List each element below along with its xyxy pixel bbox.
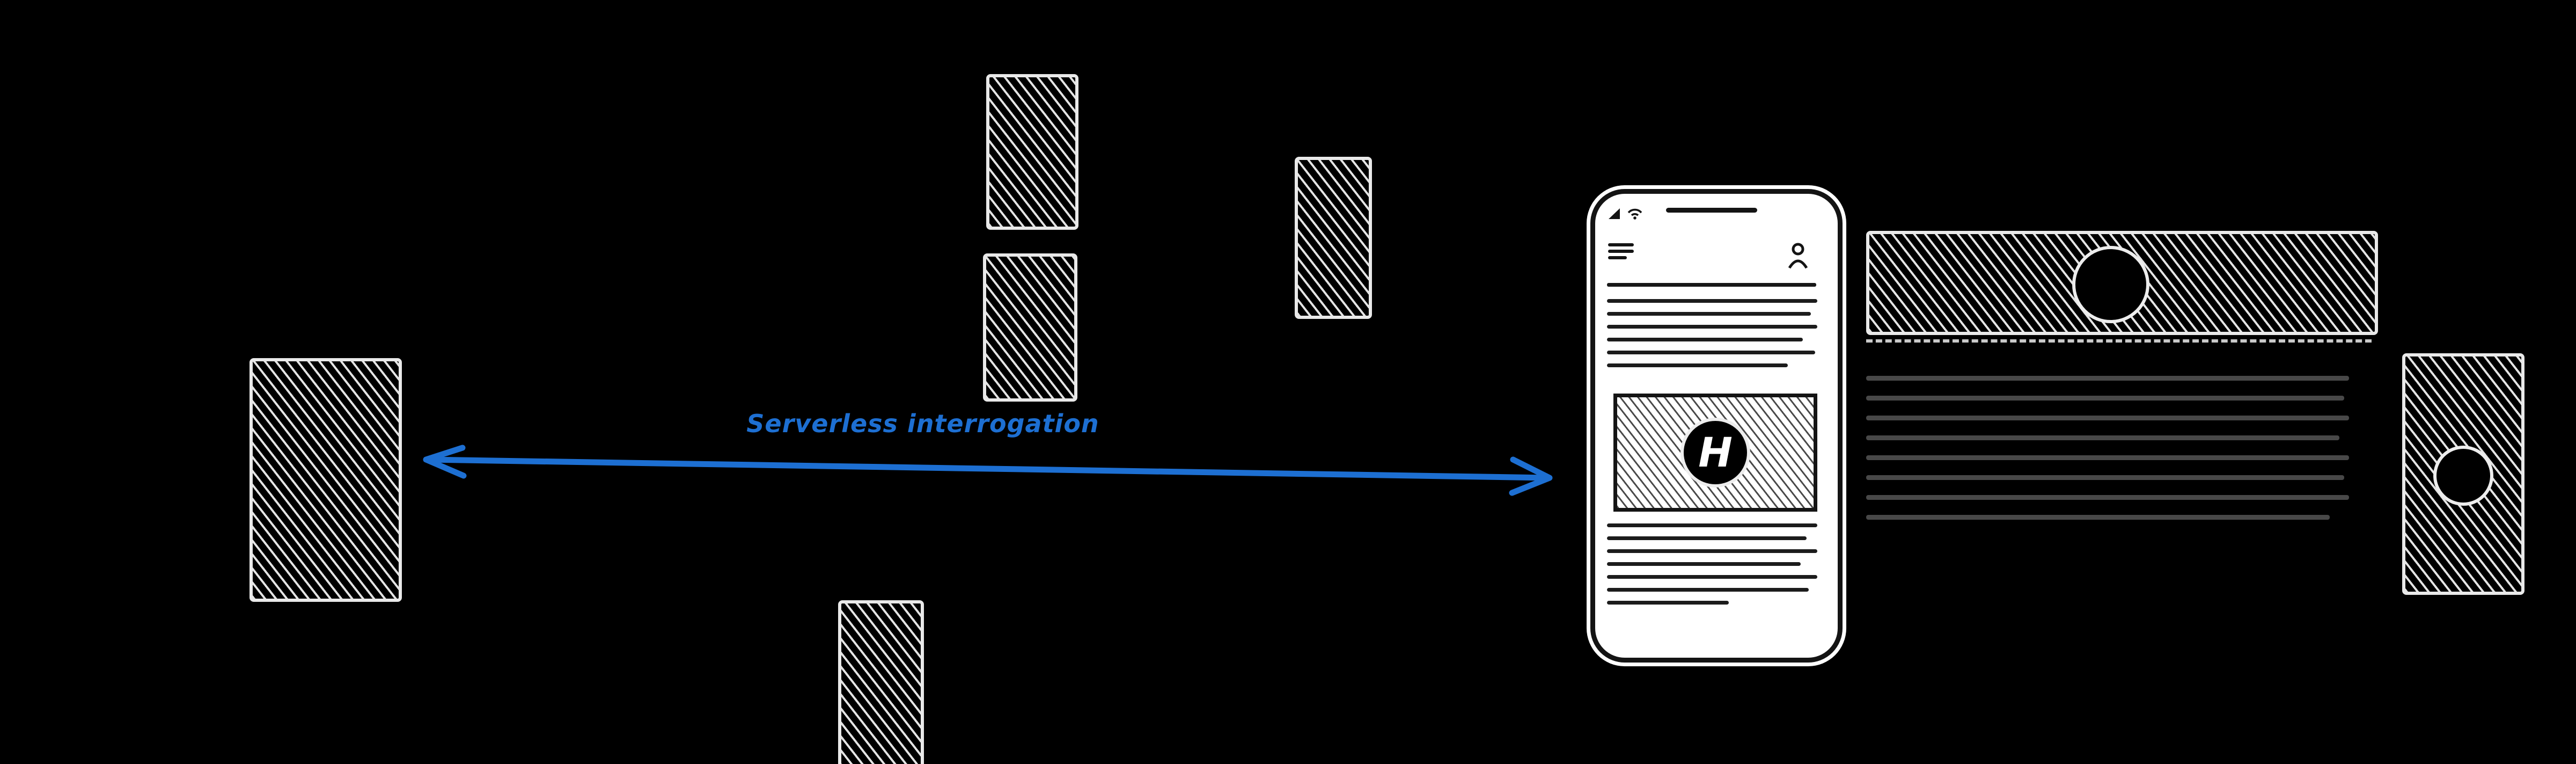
sketch-line	[1607, 562, 1801, 566]
sketch-line	[1607, 601, 1729, 605]
signal-icon	[1609, 208, 1620, 219]
sketch-line	[1607, 523, 1817, 527]
interrogation-arrow	[423, 445, 1553, 496]
hatched-block-middle	[983, 253, 1077, 402]
menu-bar	[1608, 243, 1634, 246]
sketch-line	[1866, 475, 2344, 480]
sketch-line	[1866, 376, 2349, 381]
arrowhead-left	[423, 445, 467, 479]
sketch-line	[1607, 325, 1817, 329]
brand-logo-letter: H	[1698, 428, 1733, 476]
sketch-line	[1866, 455, 2349, 460]
hatched-block-top	[986, 74, 1078, 230]
banner-underline	[1866, 339, 2372, 343]
hatched-block-bottom	[838, 600, 924, 764]
sketch-line	[1607, 575, 1817, 579]
menu-bar	[1608, 256, 1627, 259]
sketch-line	[1607, 299, 1817, 303]
wifi-icon	[1627, 208, 1642, 220]
menu-icon	[1608, 243, 1634, 263]
banner-logo-circle	[2072, 246, 2149, 323]
sketch-line	[1607, 363, 1788, 367]
sketch-line	[1866, 435, 2339, 440]
sketch-line	[1607, 588, 1809, 592]
article-text-lines	[1866, 376, 2349, 535]
sketch-line	[1866, 396, 2344, 401]
sketch-line	[1866, 515, 2330, 520]
hatched-block-small	[1295, 157, 1372, 319]
brand-logo-circle: H	[1680, 418, 1750, 487]
sketch-line	[1607, 549, 1817, 553]
sketch-line	[1866, 416, 2349, 420]
phone-image-placeholder: H	[1613, 394, 1817, 512]
sketch-line	[1607, 536, 1807, 540]
phone-text-lines-bottom	[1607, 523, 1817, 614]
phone-text-lines-top	[1607, 299, 1817, 376]
widget-circle	[2433, 446, 2493, 506]
header-divider	[1607, 283, 1816, 287]
sketch-line	[1866, 495, 2349, 500]
arrowhead-right	[1509, 456, 1553, 496]
right-widget-shape	[2402, 353, 2524, 595]
sketch-line	[1607, 338, 1803, 341]
smartphone-frame: H	[1590, 189, 1843, 663]
banner-placeholder	[1866, 231, 2378, 335]
arrow-label: Serverless interrogation	[746, 409, 1099, 438]
left-datastore-shape	[249, 358, 402, 602]
sketch-line	[1607, 312, 1811, 316]
user-icon	[1788, 243, 1808, 269]
phone-speaker	[1666, 208, 1757, 213]
menu-bar	[1608, 250, 1634, 253]
sketch-line	[1607, 351, 1816, 354]
